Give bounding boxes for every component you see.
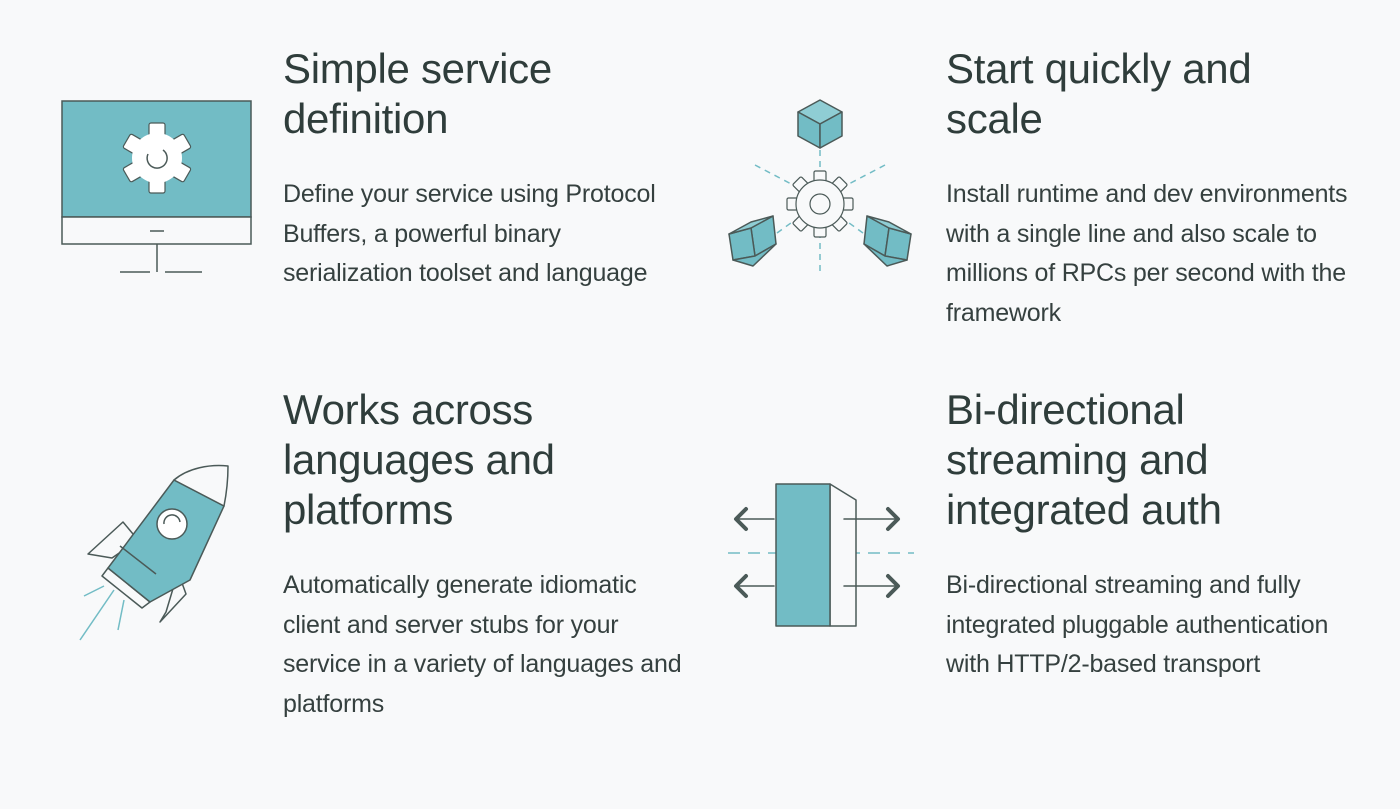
feature-title: Works across languages and platforms	[283, 386, 555, 533]
feature-description: Automatically generate idiomatic client …	[283, 571, 682, 718]
monitor-gear-icon	[61, 100, 252, 273]
feature-description: Install runtime and dev environments wit…	[946, 180, 1348, 327]
bidirectional-arrows-icon	[728, 483, 914, 627]
feature-description: Define your service using Protocol Buffe…	[283, 180, 656, 287]
feature-description: Bi-directional streaming and fully integ…	[946, 571, 1329, 678]
cubes-gear-icon	[728, 99, 912, 274]
feature-title: Bi-directional streaming and integrated …	[946, 386, 1222, 533]
rocket-icon	[79, 464, 229, 641]
feature-title: Simple service definition	[283, 45, 552, 142]
feature-title: Start quickly and scale	[946, 45, 1252, 142]
